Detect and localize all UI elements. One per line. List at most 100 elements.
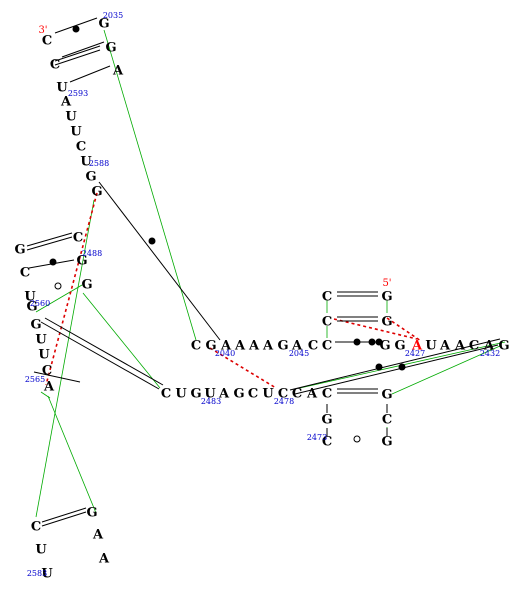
nucleotide-left_stem_top-3: G xyxy=(105,41,116,56)
position-number: 2488 xyxy=(82,249,102,258)
nucleotide-left_stem_bottom-5: A xyxy=(98,552,110,567)
base-pair-dot xyxy=(368,338,376,346)
nucleotide-left_stem_mid-3: G xyxy=(76,254,87,269)
nucleotide-left_stem_bottom-2: U xyxy=(35,543,47,558)
nucleotide-main_upper-15: A xyxy=(454,339,466,354)
nucleotide-left_strand-5: G xyxy=(85,170,96,185)
base-pair-dots xyxy=(49,25,406,443)
base-pair-line xyxy=(41,507,87,523)
base-pair-line xyxy=(26,236,73,251)
base-pair-dot xyxy=(72,25,80,33)
nucleotide-main_upper-18: G xyxy=(498,339,509,354)
base-pair-line xyxy=(44,317,164,386)
nucleotide-left_strand_lower-1: G xyxy=(26,300,37,315)
nucleotide-right_stem-8: G xyxy=(381,435,392,450)
nucleotide-right_stem-3: G xyxy=(381,315,392,330)
nucleotide-left_stem_top-0: C xyxy=(42,34,52,49)
base-pair-line xyxy=(54,49,101,66)
position-number: 2478 xyxy=(274,397,294,406)
long-range-backbone-lines xyxy=(98,181,501,395)
nucleotide-main_upper-10: G xyxy=(379,339,390,354)
tertiary-interaction-line xyxy=(35,284,83,313)
nucleotide-main_upper-9: C xyxy=(322,339,332,354)
nucleotide-left_strand_lower-0: U xyxy=(24,290,36,305)
noncanonical-interaction-line xyxy=(209,347,277,389)
nucleotide-left_stem_bottom-0: C xyxy=(31,520,41,535)
nucleotide-main_upper-0: C xyxy=(191,339,201,354)
nucleotide-right_stem-4: G xyxy=(381,388,392,403)
base-pair-open-dot xyxy=(353,435,361,443)
nucleotide-main_lower-4: A xyxy=(218,387,230,402)
nucleotide-left_stem_mid-1: C xyxy=(73,231,83,246)
nucleotide-main_upper-2: A xyxy=(220,339,232,354)
nucleotide-main_lower-5: G xyxy=(233,387,244,402)
base-pair-line xyxy=(26,232,73,247)
base-pair-line xyxy=(54,45,101,62)
nucleotide-left_strand-6: G xyxy=(91,185,102,200)
tertiary-interaction-line xyxy=(40,391,51,399)
nucleotide-main_lower-1: U xyxy=(175,387,187,402)
nucleotide-main_upper-16: C xyxy=(469,339,479,354)
nucleotide-main_upper-8: C xyxy=(308,339,318,354)
nucleotide-main_upper-11: G xyxy=(394,339,405,354)
nucleotide-right_stem-7: C xyxy=(322,435,332,450)
base-pair-line xyxy=(41,511,87,527)
nucleotide-main_lower-7: U xyxy=(262,387,274,402)
nucleotide-main_upper-12: A xyxy=(411,339,423,354)
nucleotide-main_upper-1: G xyxy=(205,339,216,354)
base-pair-dot xyxy=(49,258,57,266)
nucleotide-left_stem_top-1: G xyxy=(98,17,109,32)
nucleotide-left_stem_mid-2: C xyxy=(20,266,30,281)
base-pair-dot xyxy=(375,338,383,346)
three-prime-label: 3' xyxy=(38,25,47,36)
position-number: 2045 xyxy=(289,349,309,358)
nucleotide-right_stem-2: C xyxy=(322,315,332,330)
nucleotide-main_upper-7: A xyxy=(291,339,303,354)
noncanonical-interaction-lines xyxy=(45,192,422,389)
nucleotide-left_strand-3: C xyxy=(76,140,86,155)
nucleotide-left_stem_top-2: C xyxy=(50,58,60,73)
nucleotide-left_stem_mid-0: G xyxy=(14,243,25,258)
nucleotide-main_lower-0: C xyxy=(161,387,171,402)
base-pair-open-dot xyxy=(54,282,62,290)
tertiary-interaction-line xyxy=(391,345,501,395)
base-pair-dot xyxy=(353,338,361,346)
nucleotide-left_strand-4: U xyxy=(80,155,92,170)
tertiary-interaction-line xyxy=(82,292,161,389)
tertiary-interaction-line xyxy=(47,395,97,514)
nucleotide-left_stem_bottom-3: A xyxy=(92,528,104,543)
nucleotide-main_lower-2: G xyxy=(190,387,201,402)
nucleotide-main_upper-14: A xyxy=(439,339,451,354)
nucleotide-left_strand_lower-3: U xyxy=(35,333,47,348)
position-number: 2473 xyxy=(307,433,327,442)
position-number: 2035 xyxy=(103,11,123,20)
position-number: 2560 xyxy=(30,299,50,308)
backbone-line xyxy=(294,344,499,395)
nucleotide-main_lower-11: C xyxy=(322,387,332,402)
base-pair-dot xyxy=(148,237,156,245)
nucleotide-main_lower-9: C xyxy=(292,387,302,402)
position-number: 2040 xyxy=(215,349,235,358)
backbone-line xyxy=(289,338,501,391)
position-number: 2483 xyxy=(201,397,221,406)
nucleotide-left_stem_top-4: U xyxy=(56,81,68,96)
nucleotide-left_stem_bottom-1: G xyxy=(86,506,97,521)
nucleotide-main_lower-10: A xyxy=(306,387,318,402)
nucleotide-main_upper-6: G xyxy=(277,339,288,354)
tertiary-interaction-line xyxy=(35,199,95,518)
nucleotide-main_lower-8: C xyxy=(278,387,288,402)
nucleotide-main_upper-4: A xyxy=(248,339,260,354)
nucleotide-right_stem-1: G xyxy=(381,290,392,305)
nucleotide-left_strand_lower-6: A xyxy=(43,380,55,395)
base-pair-line xyxy=(69,65,111,83)
nucleotide-left_strand_lower-2: G xyxy=(30,318,41,333)
noncanonical-interaction-line xyxy=(386,317,422,342)
nucleotide-left_strand_lower-4: U xyxy=(38,348,50,363)
nucleotide-left_strand-2: U xyxy=(70,125,82,140)
nucleotide-main_upper-13: U xyxy=(425,339,437,354)
backbone-line xyxy=(98,181,221,341)
base-pair-dot xyxy=(375,363,383,371)
